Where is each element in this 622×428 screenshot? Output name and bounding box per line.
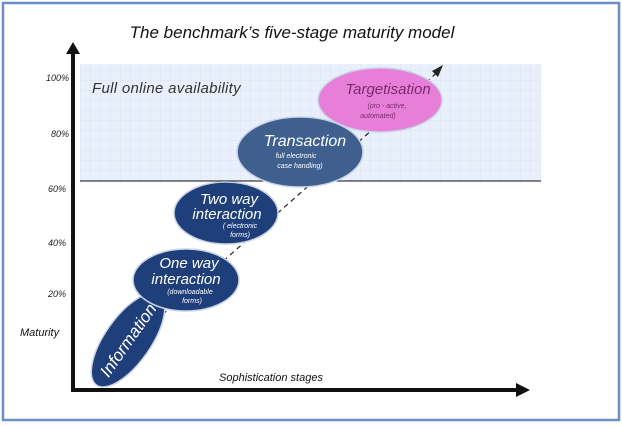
stage-targetisation-line1: Targetisation (345, 81, 430, 98)
stage-transaction-sub2: case handling) (277, 163, 323, 170)
x-axis-arrow-icon (516, 383, 530, 397)
y-axis-label: Maturity (20, 327, 61, 339)
stage-two-way-sub1: ( electronic (223, 223, 258, 230)
stage-transaction-shape (236, 116, 364, 188)
stage-two-way-sub2: forms) (230, 232, 250, 239)
zone-label: Full online availability (92, 80, 242, 97)
stage-one-way: One way interaction (downloadable forms) (132, 248, 240, 312)
stage-two-way-shape (173, 181, 279, 245)
y-axis-arrow-icon (66, 42, 80, 54)
trend-arrow-icon (432, 65, 443, 77)
stage-targetisation-sub1: (pro - active, (368, 103, 407, 110)
stage-one-way-line1: One way (159, 255, 220, 272)
stage-targetisation: Targetisation (pro - active, automated) (317, 67, 443, 133)
tick-60: 60% (48, 184, 66, 194)
stage-one-way-line2: interaction (151, 271, 220, 288)
x-axis-label: Sophistication stages (219, 372, 323, 384)
stage-targetisation-shape (317, 67, 443, 133)
stage-two-way-line1: Two way (200, 191, 260, 208)
stage-one-way-sub1: (downloadable (167, 289, 213, 296)
stage-transaction-sub1: full electronic (276, 153, 317, 160)
stage-one-way-shape (132, 248, 240, 312)
stage-two-way-line2: interaction (192, 206, 261, 223)
stage-one-way-sub2: forms) (182, 298, 202, 305)
stage-transaction-line1: Transaction (264, 133, 347, 150)
stage-targetisation-sub2: automated) (360, 113, 395, 120)
diagram-title: The benchmark’s five-stage maturity mode… (130, 23, 456, 42)
stage-two-way: Two way interaction ( electronic forms) (173, 181, 279, 245)
tick-20: 20% (47, 289, 66, 299)
stage-transaction: Transaction full electronic case handlin… (236, 116, 364, 188)
tick-40: 40% (48, 238, 66, 248)
tick-100: 100% (46, 73, 69, 83)
tick-80: 80% (51, 129, 69, 139)
